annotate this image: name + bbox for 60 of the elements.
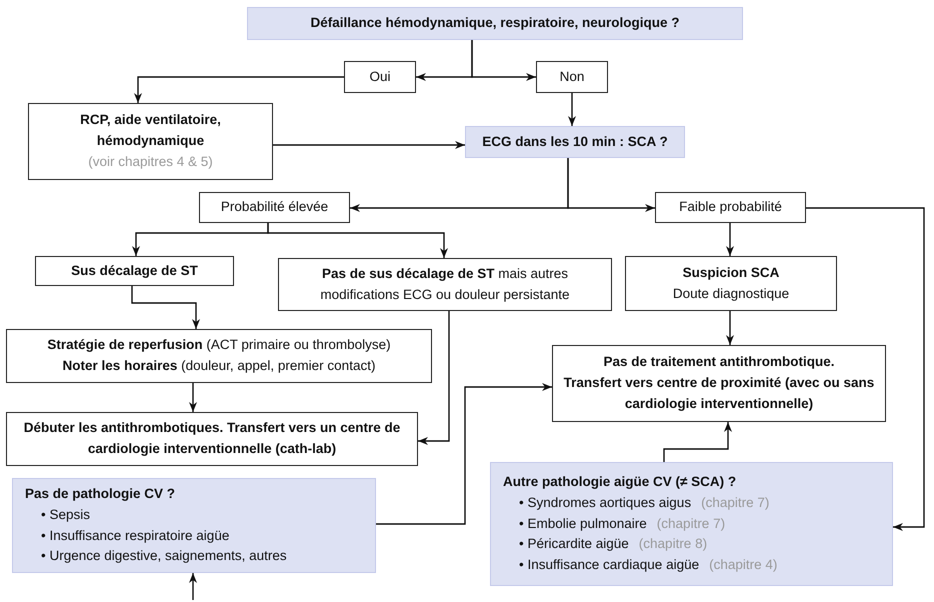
process-box <box>35 256 234 286</box>
arrow <box>131 286 200 329</box>
process-box <box>625 256 837 311</box>
process-box <box>6 329 432 383</box>
chapter-reference: (chapitre 7) <box>701 494 770 512</box>
arrow <box>189 383 197 412</box>
list-heading: Autre pathologie aigüe CV (≠ SCA) ? <box>503 472 736 491</box>
list-heading: Pas de pathologie CV ? <box>25 484 176 503</box>
arrow <box>471 40 536 81</box>
question-box <box>12 478 376 573</box>
chapter-reference: (chapitre 7) <box>656 514 726 533</box>
arrow <box>376 383 552 525</box>
arrow <box>418 311 450 445</box>
list-item: • Syndromes aortiques aigus <box>519 494 692 512</box>
arrow <box>568 93 576 126</box>
node-text: Non <box>560 68 584 86</box>
node-text: Oui <box>369 68 390 86</box>
node-text: Sus décalage de ST <box>71 262 198 280</box>
choice-box <box>655 192 806 223</box>
node-text: ECG dans les 10 min : SCA ? <box>482 132 668 151</box>
list-item: • Urgence digestive, saignements, autres <box>40 547 287 566</box>
chapter-reference: (chapitre 4) <box>709 556 778 574</box>
arrow <box>567 158 655 212</box>
process-box <box>278 258 612 311</box>
arrow <box>663 422 732 462</box>
node-text: Doute diagnostique <box>672 284 790 303</box>
list-item: • Embolie pulmonaire <box>519 514 647 533</box>
node-text: Probabilité élevée <box>220 198 328 216</box>
arrow <box>134 76 344 103</box>
list-item: • Péricardite aigüe <box>519 535 629 554</box>
list-item: • Insuffisance cardiaque aigüe <box>519 556 700 574</box>
arrow <box>189 573 197 600</box>
node-text: Pas de traitement antithrombotique. <box>603 353 835 372</box>
chapter-reference: (voir chapitres 4 & 5) <box>88 152 213 171</box>
node-text: Suspicion SCA <box>682 264 780 282</box>
node-text: Noter les horaires (douleur, appel, premier contact) <box>62 357 376 375</box>
node-text: Transfert vers centre de proximité (avec ou sans cardiologie interventionnelle) <box>562 374 876 413</box>
process-box <box>552 345 886 422</box>
question-box <box>490 462 893 586</box>
node-text: RCP, aide ventilatoire, hémodynamique <box>79 111 222 150</box>
node-text: Pas de sus décalage de ST mais autres modifications ECG ou douleur persistante <box>319 264 571 304</box>
choice-box <box>199 192 350 223</box>
list-item: • Insuffisance respiratoire aigüe <box>40 526 230 545</box>
arrow <box>273 141 465 149</box>
chapter-reference: (chapitre 8) <box>638 535 708 554</box>
list-item: • Sepsis <box>40 506 90 524</box>
arrow <box>267 223 448 258</box>
question-box <box>465 126 685 158</box>
choice-box <box>344 61 416 93</box>
arrow <box>806 207 925 531</box>
question-box <box>247 7 743 40</box>
arrow <box>726 311 734 345</box>
process-box <box>28 103 273 180</box>
node-text: Faible probabilité <box>679 198 782 216</box>
node-text: Stratégie de reperfusion (ACT primaire ou thrombolyse) <box>47 336 391 354</box>
node-text: Défaillance hémodynamique, respiratoire, neurologique ? <box>310 14 680 32</box>
arrow <box>726 223 734 256</box>
choice-box <box>536 61 608 93</box>
node-text: Débuter les antithrombotiques. Transfert vers un centre de cardiologie interventionnelle (cath-lab) <box>22 419 402 458</box>
process-box <box>6 412 418 466</box>
